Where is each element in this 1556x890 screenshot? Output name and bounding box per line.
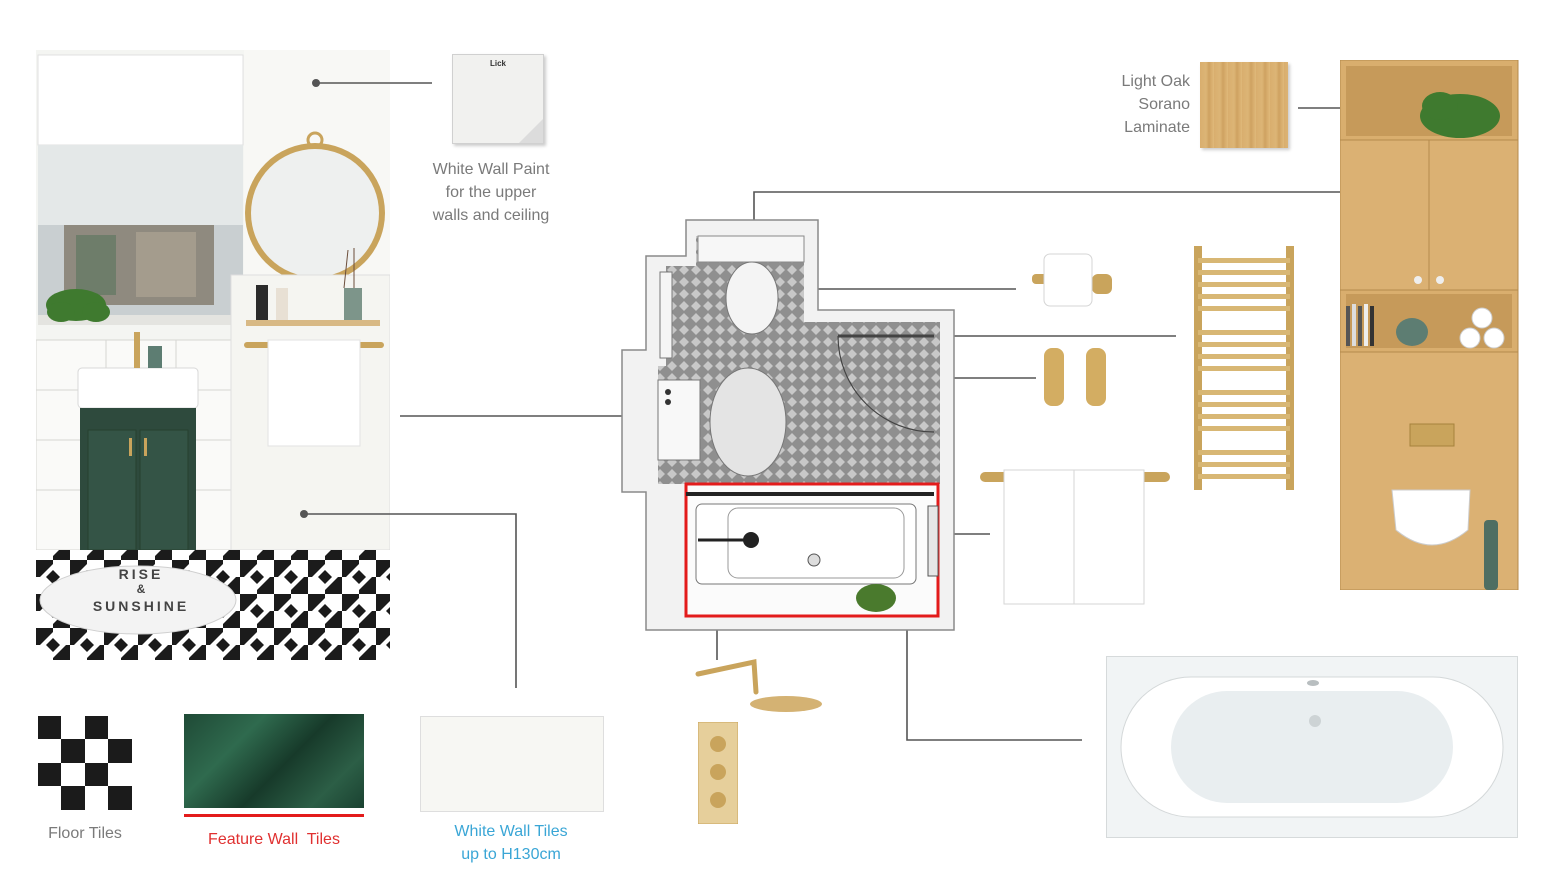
paint-swatch: Lick <box>452 54 544 144</box>
feature-wall-tiles-label: Feature Wall Tiles <box>208 831 340 848</box>
page-curl-icon <box>519 119 543 143</box>
shower-head-icon <box>695 658 822 712</box>
floor-plan <box>618 216 958 634</box>
oak-label-line-1: Light Oak <box>1121 73 1190 90</box>
bathtub-icon <box>1120 676 1504 818</box>
toilet-roll-holder <box>1030 252 1114 308</box>
towel-rail-icon <box>980 469 1170 605</box>
robe-hook-icon <box>1044 348 1106 406</box>
floor-tile-swatch <box>38 716 132 810</box>
towel-ladder-icon <box>1194 246 1294 490</box>
shower-head <box>694 652 826 716</box>
oak-storage-unit <box>1340 60 1520 590</box>
bathroom-render-drawing <box>36 50 390 660</box>
white-paint-label-line-2: for the upper <box>445 184 537 201</box>
bathtub-image <box>1106 656 1518 838</box>
white-paint-label: White Wall Paint for the upper walls and… <box>416 158 566 227</box>
oak-swatch <box>1200 62 1288 148</box>
shower-valve-icon <box>698 722 738 824</box>
feature-wall-tile-swatch <box>184 714 364 808</box>
white-wall-tiles-label-line-1: White Wall Tiles <box>454 823 568 840</box>
shower-valve <box>698 722 738 824</box>
oak-label-line-3: Laminate <box>1124 119 1190 136</box>
rug-text-sunshine: SUNSHINE <box>92 598 190 614</box>
floor-tile-pattern <box>38 716 132 810</box>
oak-label: Light Oak Sorano Laminate <box>1080 70 1190 139</box>
white-wall-tiles-label-line-2: up to H130cm <box>461 846 561 863</box>
oak-label-line-2: Sorano <box>1138 96 1190 113</box>
floor-plan-drawing <box>621 219 955 631</box>
toilet-roll-icon <box>1032 253 1112 307</box>
rug-text-and: & <box>136 582 146 596</box>
white-wall-tile-swatch <box>420 716 604 812</box>
white-paint-label-line-3: walls and ceiling <box>432 207 550 224</box>
oak-unit-drawing <box>1340 60 1519 590</box>
feature-wall-underline <box>184 814 364 817</box>
rug-text-rise: RISE <box>118 566 164 582</box>
white-paint-label-line-1: White Wall Paint <box>432 161 550 178</box>
robe-hooks <box>1042 346 1108 408</box>
bathroom-render: RISE & SUNSHINE <box>36 50 390 660</box>
floor-tiles-label: Floor Tiles <box>48 825 122 842</box>
paint-brand: Lick <box>489 59 506 68</box>
heated-towel-ladder <box>1190 244 1300 492</box>
white-wall-tiles-label: White Wall Tiles up to H130cm <box>420 820 602 866</box>
towel-rail <box>980 466 1170 606</box>
